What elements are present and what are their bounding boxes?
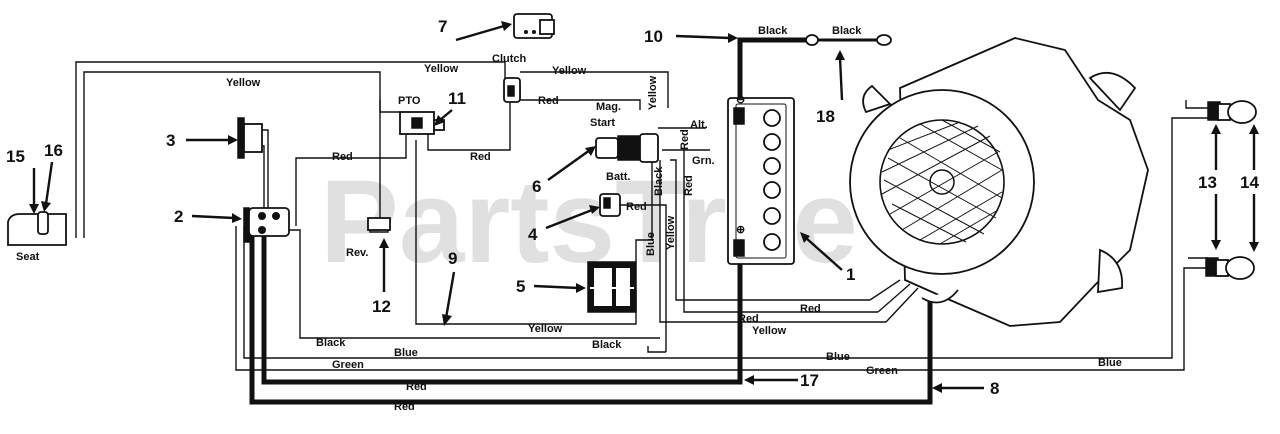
- callout-16: 16: [44, 141, 63, 160]
- callout-11: 11: [448, 89, 466, 108]
- battery: ⊖ ⊕: [727, 94, 795, 265]
- label-mag: Mag.: [596, 101, 621, 113]
- clutch-connector: [503, 77, 521, 103]
- solenoid: [243, 207, 290, 243]
- label-yellow-vertical-2: Yellow: [665, 215, 677, 250]
- label-alt: Alt.: [690, 119, 708, 131]
- headlight-bottom: [1205, 256, 1255, 280]
- battery-cables: [249, 37, 933, 405]
- label-red-right-1: Red: [800, 303, 821, 315]
- callout-10: 10: [644, 27, 663, 46]
- seat-switch: [7, 211, 67, 246]
- label-batt: Batt.: [606, 171, 630, 183]
- callout-2: 2: [174, 207, 183, 226]
- label-green-right: Green: [866, 365, 898, 377]
- label-red-bottom-2: Red: [394, 401, 415, 413]
- label-yellow-vertical: Yellow: [647, 75, 659, 110]
- switch-3: [237, 117, 263, 159]
- label-red-pto-2: Red: [470, 151, 491, 163]
- callout-17: 17: [800, 371, 819, 390]
- label-black-vertical: Black: [653, 166, 665, 196]
- label-red-right-2: Red: [738, 313, 759, 325]
- label-green-left: Green: [332, 359, 364, 371]
- fuse-holder: [587, 261, 637, 313]
- callout-5: 5: [516, 277, 525, 296]
- engine-grille: [881, 119, 1003, 245]
- callout-7: 7: [438, 17, 447, 36]
- callout-12: 12: [372, 297, 391, 316]
- label-yellow-top-mid: Yellow: [424, 63, 459, 75]
- label-red-vertical-2: Red: [683, 175, 695, 196]
- label-clutch: Clutch: [492, 53, 527, 65]
- headlight-top: [1207, 100, 1257, 124]
- label-yellow-right: Yellow: [752, 325, 787, 337]
- pto-switch: [399, 111, 445, 135]
- connector-7: [513, 13, 555, 39]
- ignition-switch: [595, 133, 659, 163]
- battery-negative-terminal: ⊖: [736, 94, 745, 106]
- label-rev: Rev.: [346, 247, 368, 259]
- label-yellow-top-left: Yellow: [226, 77, 261, 89]
- switch-4: [599, 193, 621, 217]
- battery-positive-terminal: ⊕: [736, 224, 745, 236]
- callout-6: 6: [532, 177, 541, 196]
- label-pto: PTO: [398, 95, 421, 107]
- callout-4: 4: [528, 225, 538, 244]
- callout-13: 13: [1198, 173, 1217, 192]
- battery-cable-lugs: [805, 34, 892, 46]
- callout-15: 15: [6, 147, 25, 166]
- label-start: Start: [590, 117, 615, 129]
- engine: [849, 37, 1149, 327]
- label-red-bottom-1: Red: [406, 381, 427, 393]
- callout-9: 9: [448, 249, 457, 268]
- callout-numbers: 1 2 3 4 5 6 7 8 9 10 11 12 13 14 15 16 1…: [6, 17, 1259, 398]
- label-blue-right-2: Blue: [1098, 357, 1122, 369]
- label-grn: Grn.: [692, 155, 715, 167]
- label-seat: Seat: [16, 251, 40, 263]
- label-red-switch4: Red: [626, 201, 647, 213]
- callout-1: 1: [846, 265, 855, 284]
- reverse-switch: [367, 217, 391, 231]
- callout-arrows: [29, 21, 1259, 393]
- callout-18: 18: [816, 107, 835, 126]
- label-black-left: Black: [316, 337, 346, 349]
- label-red-vertical-1: Red: [679, 129, 691, 150]
- callout-14: 14: [1240, 173, 1259, 192]
- callout-8: 8: [990, 379, 999, 398]
- label-red-pto-1: Red: [332, 151, 353, 163]
- label-yellow-top-right: Yellow: [552, 65, 587, 77]
- label-yellow-bottom: Yellow: [528, 323, 563, 335]
- label-blue-vertical: Blue: [645, 232, 657, 256]
- label-red-clutch: Red: [538, 95, 559, 107]
- label-black-top-1: Black: [758, 25, 788, 37]
- label-blue-right-1: Blue: [826, 351, 850, 363]
- label-black-top-2: Black: [832, 25, 862, 37]
- wire-labels: Yellow Yellow Clutch Yellow Yellow PTO R…: [16, 25, 1122, 413]
- label-black-bottom: Black: [592, 339, 622, 351]
- callout-3: 3: [166, 131, 175, 150]
- label-blue-left: Blue: [394, 347, 418, 359]
